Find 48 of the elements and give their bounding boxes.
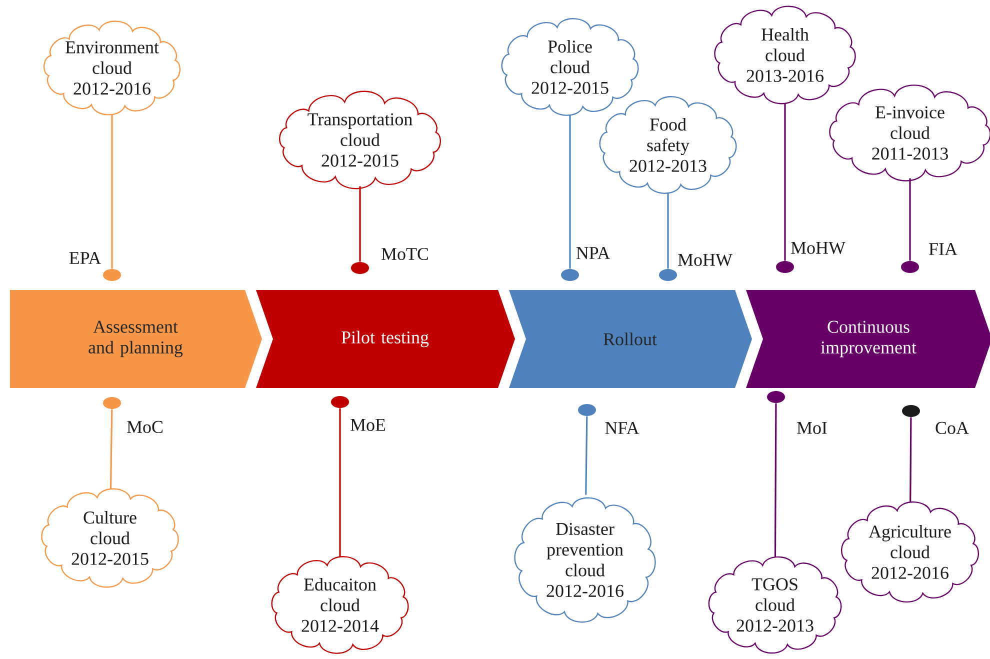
dot — [103, 396, 121, 409]
phase-box: Rollout — [509, 290, 752, 388]
cloud: TGOS cloud 2012-2013 — [708, 556, 842, 654]
cloud: Culture cloud 2012-2015 — [41, 488, 179, 588]
connector-line — [774, 403, 777, 557]
cloud: Agriculture cloud 2012-2016 — [841, 501, 979, 603]
phase-box: Assessment and planning — [10, 290, 262, 388]
agency-label: EPA — [69, 252, 102, 264]
connector-line — [910, 417, 912, 502]
connector-line — [569, 115, 571, 269]
connector-line — [667, 193, 669, 269]
cloud: E-invoice cloud 2011-2013 — [829, 84, 990, 182]
cloud: Disaster prevention cloud 2012-2016 — [514, 497, 656, 623]
dot — [578, 404, 596, 416]
connector-line — [909, 178, 911, 261]
dot — [659, 268, 677, 281]
dot — [776, 260, 794, 273]
dot — [103, 268, 121, 281]
agency-label: MoI — [797, 422, 827, 434]
agency-label: MoE — [350, 419, 386, 431]
agency-label: NFA — [605, 422, 640, 434]
cloud: Police cloud 2012-2015 — [501, 18, 639, 116]
cloud: Health cloud 2013-2016 — [714, 6, 856, 104]
phase-box: Continuous improvement — [746, 290, 990, 388]
agency-label: FIA — [929, 243, 958, 255]
connector-line — [359, 186, 361, 262]
dot — [901, 260, 919, 273]
cloud: Transportation cloud 2012-2015 — [279, 90, 441, 190]
dot — [767, 390, 785, 403]
connector-line — [111, 114, 113, 269]
phase-box: Pilot testing — [256, 290, 515, 388]
agency-label: NPA — [576, 247, 610, 259]
cloud: Food safety 2012-2013 — [599, 96, 737, 194]
dot — [561, 268, 579, 281]
connector-line — [784, 103, 786, 261]
cloud: Environment cloud 2012-2016 — [44, 20, 181, 116]
dot — [351, 262, 369, 274]
connector-line — [585, 416, 588, 495]
agency-label: MoHW — [791, 242, 846, 254]
dot — [902, 404, 920, 417]
connector-line — [110, 409, 113, 489]
agency-label: MoC — [127, 420, 163, 434]
cloud: Educaiton cloud 2012-2014 — [271, 556, 409, 654]
dot — [331, 396, 349, 408]
agency-label: MoTC — [382, 248, 428, 260]
agency-label: CoA — [936, 422, 969, 434]
agency-label: MoHW — [678, 254, 732, 266]
connector-line — [339, 408, 341, 557]
